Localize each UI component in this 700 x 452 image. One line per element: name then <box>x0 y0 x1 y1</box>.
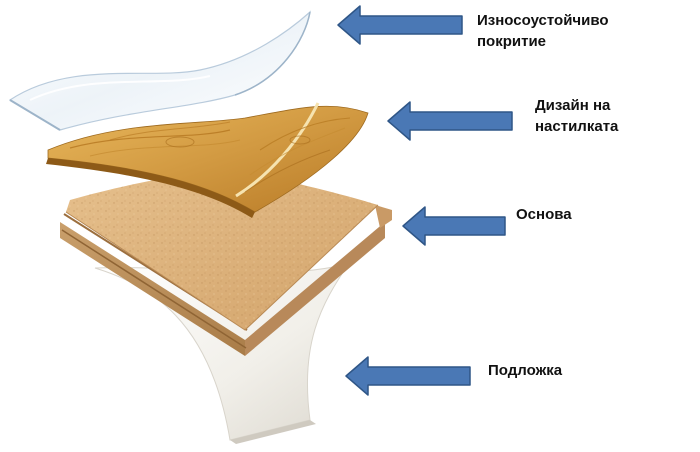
label-core-layer: Основа <box>516 204 572 225</box>
label-core-line-1: Основа <box>516 206 572 223</box>
label-design-line-2: настилката <box>535 118 619 135</box>
label-underlay-line-1: Подложка <box>488 362 563 379</box>
wear-layer <box>8 10 311 131</box>
arrow-underlay <box>345 356 471 396</box>
label-underlay-layer: Подложка <box>488 360 562 381</box>
label-wear-line-2: покритие <box>477 33 547 50</box>
label-design-line-1: Дизайн на <box>535 97 611 114</box>
arrow-wear <box>337 5 463 45</box>
core-board-layer <box>60 165 392 356</box>
arrow-core <box>402 206 506 246</box>
label-wear-layer: Износоустойчиво покритие <box>477 10 609 52</box>
label-wear-line-1: Износоустойчиво <box>477 12 609 29</box>
arrow-design <box>387 101 513 141</box>
design-layer <box>46 102 369 218</box>
label-design-layer: Дизайн на настилката <box>535 95 618 137</box>
